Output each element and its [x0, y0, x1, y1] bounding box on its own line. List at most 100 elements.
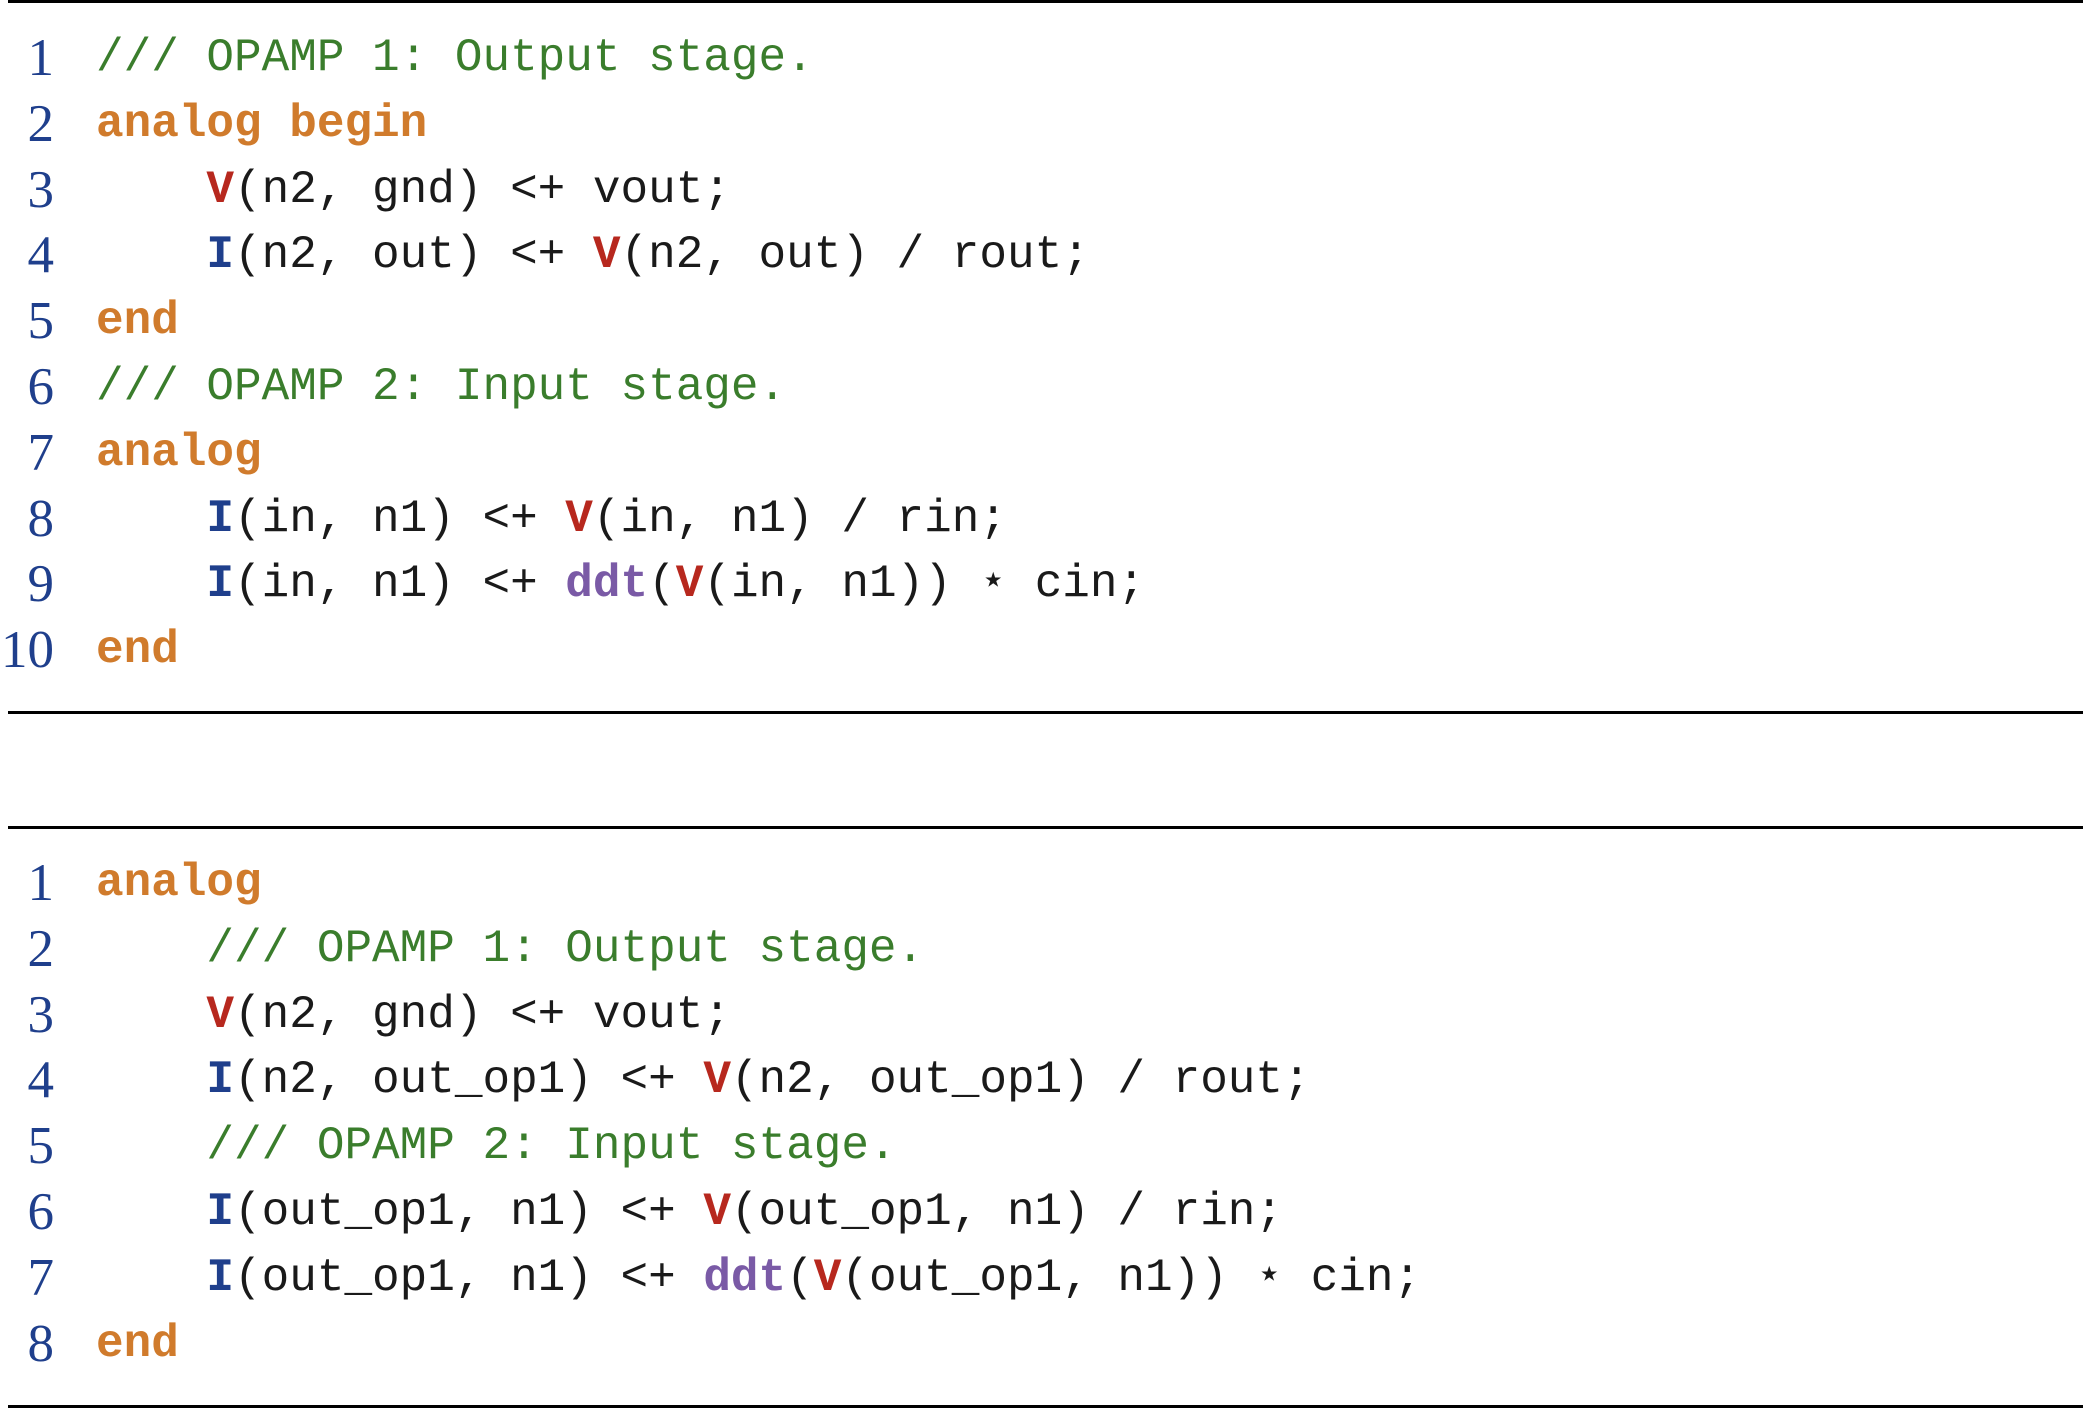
- voltage-access-function: V: [703, 1054, 731, 1107]
- code-text: (out_op1, n1) <+: [234, 1251, 704, 1304]
- line-number: 2: [27, 919, 55, 978]
- code-line: 6/// OPAMP 2: Input stage.: [0, 354, 2083, 420]
- code-text: (in, n1)) ⋆ cin;: [703, 558, 1146, 611]
- code-text: (n2, out_op1) / rout;: [730, 1054, 1311, 1107]
- code-text: [96, 558, 206, 610]
- code-line: 3 V(n2, gnd) <+ vout;: [0, 982, 2083, 1048]
- line-number: 4: [27, 1051, 55, 1110]
- code-text-line: analog: [96, 850, 262, 916]
- line-number: 6: [27, 1183, 55, 1241]
- current-access-function: I: [206, 558, 235, 611]
- code-text-line: V(n2, gnd) <+ vout;: [96, 157, 731, 223]
- code-keyword: analog begin: [96, 97, 428, 150]
- ddt-function: ddt: [565, 558, 649, 611]
- code-text-line: /// OPAMP 2: Input stage.: [96, 354, 786, 420]
- line-number: 8: [27, 489, 55, 548]
- code-text: [96, 1186, 206, 1238]
- line-number: 9: [27, 555, 55, 614]
- code-line: 9 I(in, n1) <+ ddt(V(in, n1)) ⋆ cin;: [0, 551, 2083, 617]
- code-comment: /// OPAMP 2: Input stage.: [96, 361, 787, 413]
- current-access-function: I: [206, 1054, 235, 1107]
- current-access-function: I: [206, 229, 235, 282]
- code-text-line: I(in, n1) <+ ddt(V(in, n1)) ⋆ cin;: [96, 551, 1145, 617]
- code-line: 5 /// OPAMP 2: Input stage.: [0, 1113, 2083, 1179]
- voltage-access-function: V: [813, 1251, 842, 1304]
- code-text: [96, 164, 206, 216]
- current-access-function: I: [206, 1251, 235, 1304]
- top-rule-listing-1: [8, 0, 2083, 3]
- voltage-access-function: V: [206, 163, 235, 216]
- code-line: 6 I(out_op1, n1) <+ V(out_op1, n1) / rin…: [0, 1179, 2083, 1245]
- code-line: 3 V(n2, gnd) <+ vout;: [0, 157, 2083, 223]
- code-text-line: end: [96, 617, 179, 683]
- code-comment: /// OPAMP 1: Output stage.: [206, 922, 925, 975]
- code-text-line: analog begin: [96, 91, 427, 157]
- current-access-function: I: [206, 1186, 235, 1238]
- code-comment: /// OPAMP 1: Output stage.: [96, 32, 814, 84]
- code-line: 7 analog: [0, 420, 2083, 486]
- code-keyword: analog: [96, 426, 262, 479]
- code-line: 8 I(in, n1) <+ V(in, n1) / rin;: [0, 486, 2083, 552]
- code-text: (out_op1, n1)) ⋆ cin;: [841, 1251, 1422, 1304]
- code-text: (: [648, 558, 676, 611]
- code-text-line: V(n2, gnd) <+ vout;: [96, 982, 731, 1048]
- code-text: (in, n1) <+: [234, 492, 566, 545]
- code-text: [96, 493, 206, 545]
- code-text: (n2, gnd) <+ vout;: [234, 988, 731, 1041]
- code-text-line: I(out_op1, n1) <+ ddt(V(out_op1, n1)) ⋆ …: [96, 1245, 1421, 1311]
- code-line: 10 end: [0, 617, 2083, 683]
- code-line: 4 I(n2, out_op1) <+ V(n2, out_op1) / rou…: [0, 1047, 2083, 1113]
- code-text-line: end: [96, 288, 179, 354]
- code-keyword: end: [96, 295, 179, 348]
- voltage-access-function: V: [675, 558, 704, 611]
- line-number: 3: [27, 160, 55, 219]
- code-text: [96, 989, 206, 1041]
- code-text: [96, 1120, 206, 1172]
- code-text-line: /// OPAMP 1: Output stage.: [96, 916, 924, 982]
- line-number: 3: [27, 985, 55, 1044]
- code-keyword: analog: [96, 857, 262, 909]
- voltage-access-function: V: [703, 1186, 731, 1238]
- code-text: (n2, gnd) <+ vout;: [234, 163, 731, 216]
- code-line: 5 end: [0, 288, 2083, 354]
- code-text: (out_op1, n1) / rin;: [730, 1186, 1284, 1238]
- code-text: (out_op1, n1) <+: [234, 1186, 704, 1238]
- voltage-access-function: V: [592, 229, 621, 282]
- line-number: 4: [27, 226, 55, 285]
- code-text: [96, 923, 206, 975]
- code-line: 7 I(out_op1, n1) <+ ddt(V(out_op1, n1)) …: [0, 1245, 2083, 1311]
- code-text-line: I(n2, out_op1) <+ V(n2, out_op1) / rout;: [96, 1047, 1311, 1113]
- current-access-function: I: [206, 492, 235, 545]
- code-text-line: /// OPAMP 2: Input stage.: [96, 1113, 897, 1179]
- line-number: 2: [27, 94, 55, 153]
- code-text: (: [786, 1251, 814, 1304]
- code-text: (n2, out) <+: [234, 229, 593, 282]
- voltage-access-function: V: [565, 492, 593, 545]
- line-number: 1: [27, 29, 55, 87]
- line-number: 5: [27, 292, 55, 351]
- code-comment: /// OPAMP 2: Input stage.: [206, 1120, 897, 1173]
- code-text: (in, n1) / rin;: [592, 492, 1007, 545]
- code-text-line: analog: [96, 420, 262, 486]
- code-line: 1 /// OPAMP 1: Output stage.: [0, 25, 2083, 91]
- line-number: 5: [27, 1117, 55, 1176]
- ddt-function: ddt: [703, 1251, 787, 1304]
- line-number: 1: [27, 854, 55, 912]
- line-number: 7: [27, 423, 55, 482]
- top-rule-listing-2: [8, 826, 2083, 829]
- voltage-access-function: V: [206, 988, 235, 1041]
- code-keyword: end: [96, 624, 179, 677]
- code-text: [96, 229, 206, 281]
- code-text: (in, n1) <+: [234, 558, 566, 611]
- line-number: 10: [1, 621, 54, 680]
- code-text-line: /// OPAMP 1: Output stage.: [96, 25, 814, 91]
- code-text-line: I(out_op1, n1) <+ V(out_op1, n1) / rin;: [96, 1179, 1283, 1245]
- code-line: 4 I(n2, out) <+ V(n2, out) / rout;: [0, 222, 2083, 288]
- code-text: [96, 1252, 206, 1304]
- code-text-line: end: [96, 1311, 179, 1377]
- code-text: [96, 1054, 206, 1106]
- code-text: (n2, out_op1) <+: [234, 1054, 704, 1107]
- code-text-line: I(in, n1) <+ V(in, n1) / rin;: [96, 486, 1007, 552]
- code-line: 2 /// OPAMP 1: Output stage.: [0, 916, 2083, 982]
